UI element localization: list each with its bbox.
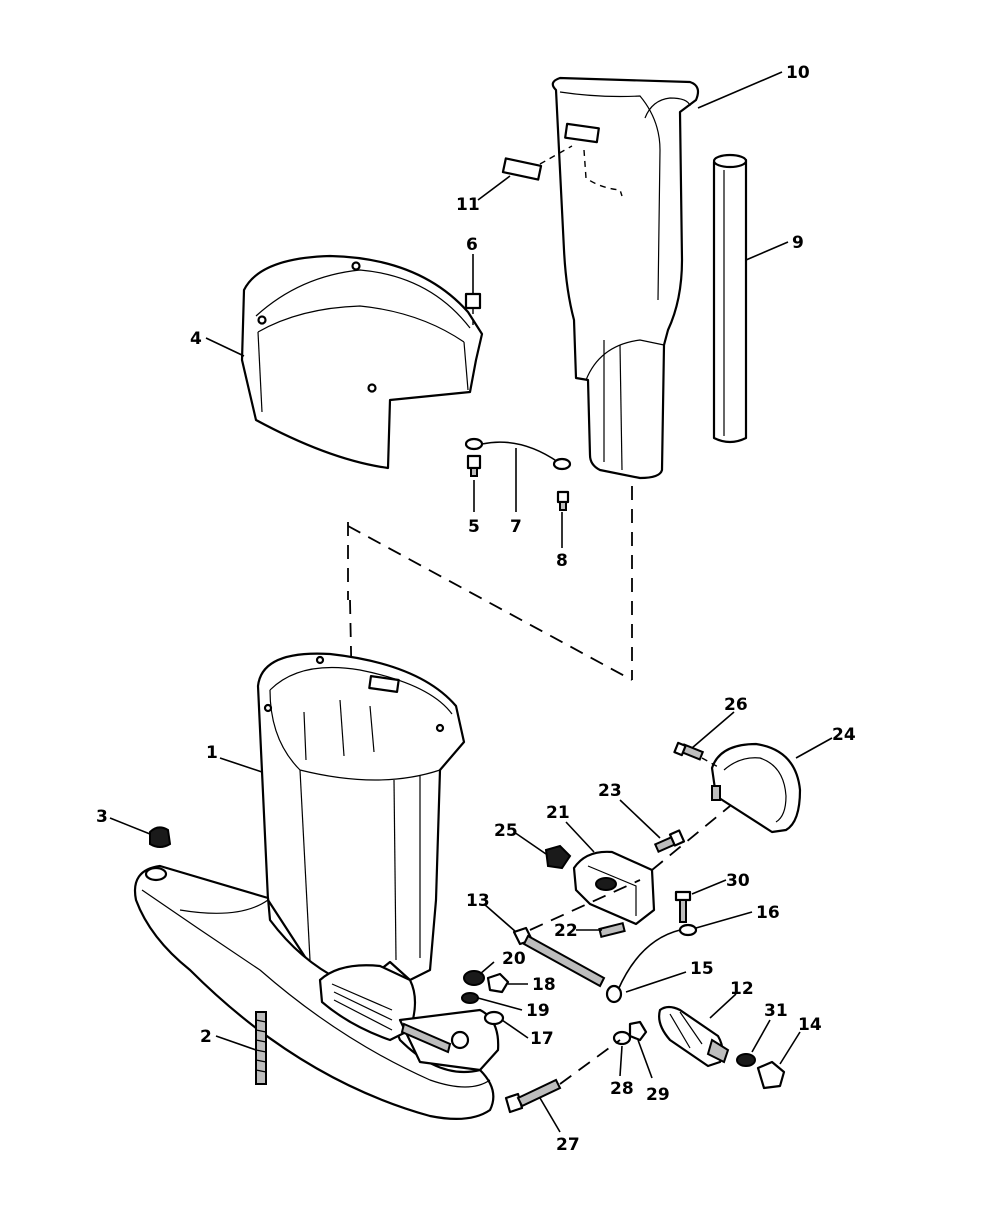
- callout-19: 19: [526, 1001, 550, 1021]
- callout-25: 25: [494, 821, 518, 841]
- part-14-nut: [756, 1060, 786, 1090]
- callout-24: 24: [832, 725, 856, 745]
- callout-1: 1: [206, 743, 218, 763]
- part-16-ground-wire: [605, 923, 698, 1004]
- callout-6: 6: [466, 235, 478, 255]
- callout-labels: 10 9 11 6 4 5 7 8 1 3 2 26 24 23 21 25 3…: [96, 63, 856, 1155]
- part-26-screw: [673, 741, 721, 769]
- part-21-trim-block: [572, 805, 731, 926]
- part-23-bolt: [653, 829, 686, 854]
- callout-12: 12: [730, 979, 754, 999]
- part-29-nut: [628, 1020, 648, 1042]
- leader-lines: [109, 71, 833, 1133]
- part-1-nose: [318, 964, 500, 1072]
- part-25-nut: [544, 844, 572, 870]
- part-8-screw: [556, 490, 570, 511]
- callout-14: 14: [798, 1015, 822, 1035]
- callout-22: 22: [554, 921, 578, 941]
- part-22-spring: [598, 922, 626, 938]
- part-5-screw: [466, 454, 482, 477]
- part-12-fitting: [658, 1005, 730, 1068]
- part-30-bolt: [674, 890, 692, 923]
- callout-26: 26: [724, 695, 748, 715]
- callout-7: 7: [510, 517, 522, 537]
- callout-11: 11: [456, 195, 480, 215]
- part-17-washer: [483, 1010, 505, 1026]
- part-13-long-bolt: [512, 879, 641, 988]
- part-9-water-tube: [712, 153, 748, 444]
- callout-2: 2: [200, 1027, 212, 1047]
- callout-30: 30: [726, 871, 750, 891]
- part-1-plate: [133, 864, 495, 1121]
- part-19-washer: [461, 992, 479, 1004]
- part-10-exhaust-housing: [551, 76, 700, 480]
- callout-4: 4: [190, 329, 202, 349]
- callout-23: 23: [598, 781, 622, 801]
- callout-16: 16: [756, 903, 780, 923]
- part-27-bolt: [504, 1039, 621, 1114]
- assembly-lines-upper: [347, 486, 633, 701]
- callout-18: 18: [532, 975, 556, 995]
- callout-17: 17: [530, 1029, 554, 1049]
- callout-15: 15: [690, 959, 714, 979]
- part-20-nut: [463, 970, 485, 986]
- part-18-nut: [486, 972, 510, 994]
- part-11-key: [501, 145, 573, 181]
- callout-5: 5: [468, 517, 480, 537]
- part-3-plug: [149, 826, 172, 848]
- callout-3: 3: [96, 807, 108, 827]
- callout-31: 31: [764, 1001, 788, 1021]
- callout-29: 29: [646, 1085, 670, 1105]
- part-2-stud: [255, 1011, 267, 1085]
- callout-9: 9: [792, 233, 804, 253]
- part-31-washer: [736, 1053, 756, 1067]
- callout-8: 8: [556, 551, 568, 571]
- callout-20: 20: [502, 949, 526, 969]
- callout-21: 21: [546, 803, 570, 823]
- part-1-driveshaft-housing: [256, 652, 466, 982]
- part-4-chaps: [240, 254, 484, 470]
- callout-13: 13: [466, 891, 490, 911]
- part-7-ground-strap: [464, 437, 572, 471]
- callout-10: 10: [786, 63, 810, 83]
- part-6-clip-nut: [464, 292, 482, 330]
- callout-27: 27: [556, 1135, 580, 1155]
- part-24-trim-cover: [710, 742, 802, 834]
- callout-28: 28: [610, 1079, 634, 1099]
